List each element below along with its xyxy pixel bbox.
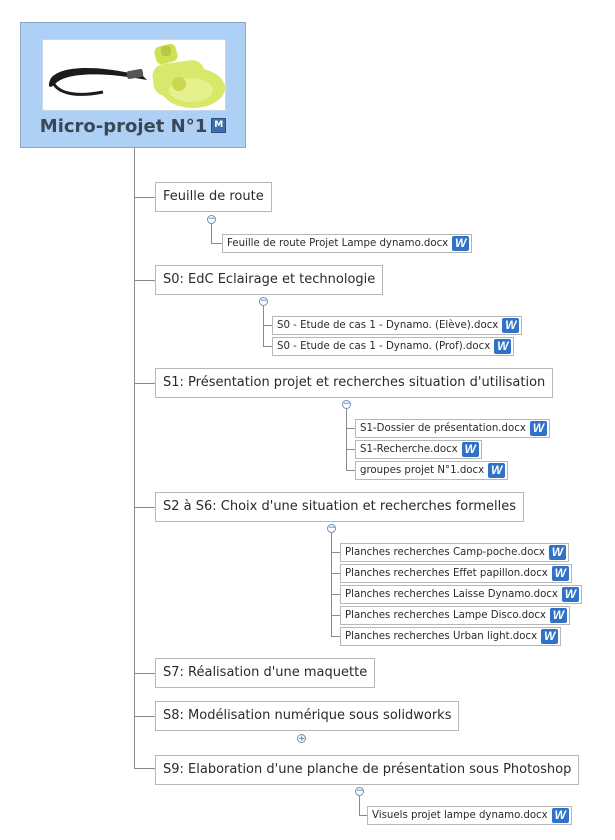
- word-doc-icon[interactable]: W: [461, 442, 479, 457]
- doc-connector: [331, 636, 340, 637]
- doc-filename: Feuille de route Projet Lampe dynamo.doc…: [227, 238, 449, 249]
- doc-connector: [346, 428, 355, 429]
- dynamo-flashlight-image: [42, 39, 226, 111]
- topic-s0[interactable]: S0: EdC Eclairage et technologie: [155, 265, 384, 295]
- word-doc-icon[interactable]: W: [488, 463, 506, 478]
- sub-connector: [359, 796, 360, 815]
- doc-filename: Planches recherches Urban light.docx: [345, 631, 538, 642]
- topic-s7[interactable]: S7: Réalisation d'une maquette: [155, 658, 376, 688]
- topic-s1[interactable]: S1: Présentation projet et recherches si…: [155, 368, 554, 398]
- word-doc-icon[interactable]: W: [549, 608, 567, 623]
- doc-item[interactable]: Feuille de route Projet Lampe dynamo.doc…: [222, 234, 473, 253]
- word-doc-icon[interactable]: W: [551, 808, 569, 823]
- word-doc-icon[interactable]: W: [452, 236, 470, 251]
- doc-item[interactable]: Planches recherches Camp-poche.docx W: [340, 543, 569, 562]
- doc-item[interactable]: S0 - Etude de cas 1 - Dynamo. (Elève).do…: [272, 316, 523, 335]
- branch-connector: [134, 768, 155, 769]
- branch-connector: [134, 716, 155, 717]
- doc-connector: [263, 325, 272, 326]
- doc-connector: [263, 346, 272, 347]
- doc-item[interactable]: Planches recherches Effet papillon.docx …: [340, 564, 572, 583]
- flashlight-illustration: [48, 43, 225, 108]
- root-title: Micro-projet N°1: [39, 116, 208, 137]
- sub-connector: [211, 224, 212, 243]
- doc-connector: [331, 552, 340, 553]
- word-doc-icon[interactable]: W: [502, 318, 520, 333]
- trunk-connector: [134, 148, 135, 768]
- doc-item[interactable]: groupes projet N°1.docx W: [355, 461, 509, 480]
- doc-connector: [346, 449, 355, 450]
- topic-s8[interactable]: S8: Modélisation numérique sous solidwor…: [155, 701, 460, 731]
- branch-connector: [134, 197, 155, 198]
- doc-filename: Planches recherches Camp-poche.docx: [345, 547, 545, 558]
- branch-connector: [134, 383, 155, 384]
- doc-item[interactable]: Planches recherches Lampe Disco.docx W: [340, 606, 570, 625]
- topic-s9[interactable]: S9: Elaboration d'une planche de présent…: [155, 755, 580, 785]
- collapse-icon[interactable]: −: [259, 296, 268, 306]
- collapse-icon[interactable]: −: [355, 786, 364, 796]
- doc-connector: [359, 815, 367, 816]
- doc-connector: [331, 594, 340, 595]
- collapse-icon[interactable]: −: [342, 399, 351, 409]
- word-doc-icon[interactable]: W: [551, 566, 569, 581]
- doc-connector: [211, 243, 222, 244]
- doc-item[interactable]: Planches recherches Urban light.docx W: [340, 627, 562, 646]
- doc-filename: Visuels projet lampe dynamo.docx: [372, 810, 548, 821]
- branch-connector: [134, 507, 155, 508]
- doc-filename: S1-Recherche.docx: [360, 444, 458, 455]
- doc-connector: [331, 615, 340, 616]
- word-doc-icon[interactable]: W: [529, 421, 547, 436]
- word-doc-icon[interactable]: W: [494, 339, 512, 354]
- topic-s2-s6[interactable]: S2 à S6: Choix d'une situation et recher…: [155, 492, 524, 522]
- collapse-icon[interactable]: −: [327, 523, 336, 533]
- doc-filename: Planches recherches Laisse Dynamo.docx: [345, 589, 558, 600]
- sub-connector: [331, 533, 332, 636]
- doc-filename: S0 - Etude de cas 1 - Dynamo. (Prof).doc…: [277, 341, 491, 352]
- map-badge-icon[interactable]: M: [211, 117, 227, 133]
- branch-connector: [134, 280, 155, 281]
- sub-connector: [263, 306, 264, 346]
- branch-connector: [134, 673, 155, 674]
- doc-item[interactable]: Planches recherches Laisse Dynamo.docx W: [340, 585, 582, 604]
- word-doc-icon[interactable]: W: [548, 545, 566, 560]
- doc-connector: [331, 573, 340, 574]
- doc-item[interactable]: S1-Recherche.docx W: [355, 440, 482, 459]
- collapse-icon[interactable]: −: [207, 214, 216, 224]
- doc-filename: Planches recherches Lampe Disco.docx: [345, 610, 546, 621]
- doc-filename: groupes projet N°1.docx: [360, 465, 485, 476]
- doc-filename: S1-Dossier de présentation.docx: [360, 423, 526, 434]
- doc-item[interactable]: Visuels projet lampe dynamo.docx W: [367, 806, 572, 825]
- doc-connector: [346, 470, 355, 471]
- doc-item[interactable]: S1-Dossier de présentation.docx W: [355, 419, 550, 438]
- topic-feuille-de-route[interactable]: Feuille de route: [155, 182, 272, 212]
- doc-filename: Planches recherches Effet papillon.docx: [345, 568, 548, 579]
- word-doc-icon[interactable]: W: [561, 587, 579, 602]
- doc-filename: S0 - Etude de cas 1 - Dynamo. (Elève).do…: [277, 320, 499, 331]
- sub-connector: [346, 409, 347, 470]
- doc-item[interactable]: S0 - Etude de cas 1 - Dynamo. (Prof).doc…: [272, 337, 515, 356]
- word-doc-icon[interactable]: W: [541, 629, 559, 644]
- expand-icon[interactable]: +: [297, 734, 306, 744]
